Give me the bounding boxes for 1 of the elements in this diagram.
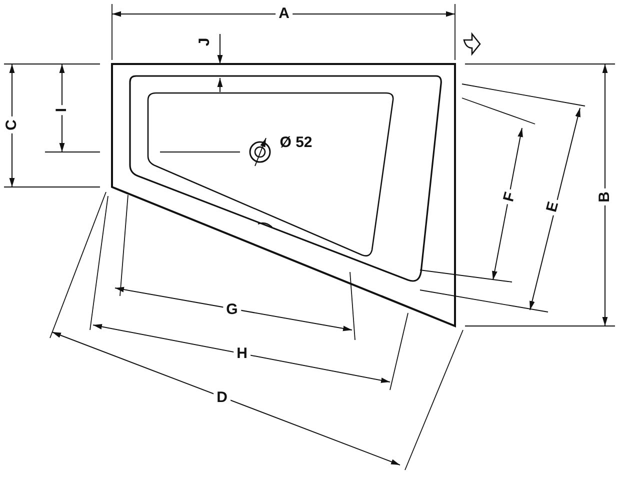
- diameter-label: Ø 52: [278, 135, 314, 151]
